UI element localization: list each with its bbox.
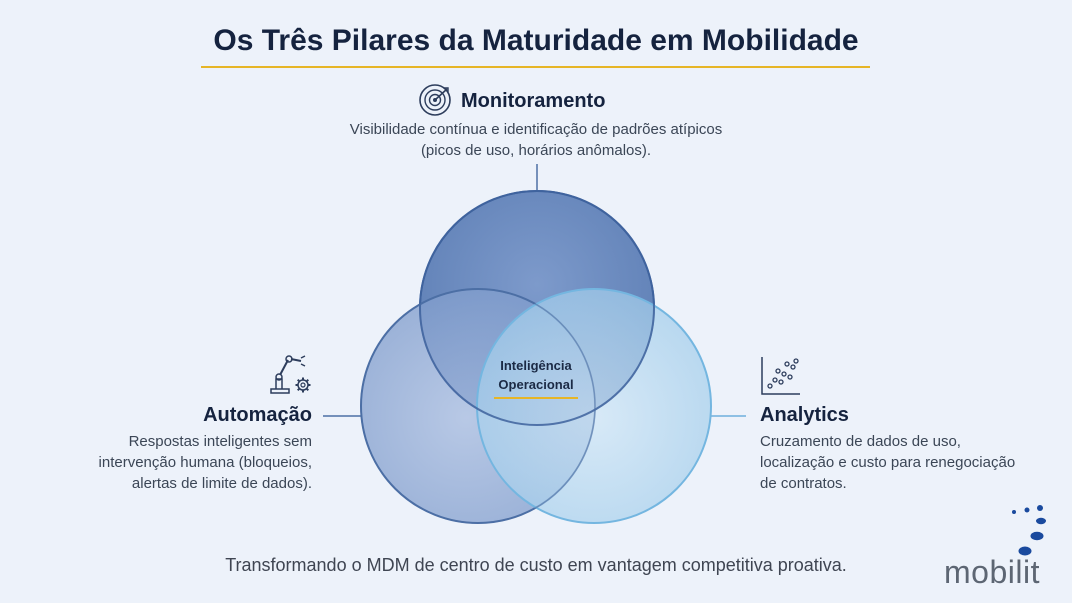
scatter-plot-icon xyxy=(761,357,800,395)
brand-logo: mobilit xyxy=(944,554,1040,590)
radar-target-icon xyxy=(419,84,451,116)
automacao-description: Respostas inteligentes sem intervenção h… xyxy=(98,433,312,492)
brand-dots xyxy=(1012,505,1046,556)
monitoramento-description: Visibilidade contínua e identificação de… xyxy=(349,121,723,159)
robot-arm-gear-icon xyxy=(270,355,311,394)
footer-tagline: Transformando o MDM de centro de custo e… xyxy=(225,555,847,575)
center-label-line1: Inteligência xyxy=(500,358,572,373)
center-label-line2: Operacional xyxy=(498,377,574,392)
analytics-title: Analytics xyxy=(760,404,849,426)
circle-analytics xyxy=(476,288,712,524)
automacao-title: Automação xyxy=(203,404,312,426)
title-underline xyxy=(201,66,870,68)
center-label: Inteligência Operacional xyxy=(480,356,592,394)
analytics-description: Cruzamento de dados de uso, localização … xyxy=(760,433,1016,492)
page-title: Os Três Pilares da Maturidade em Mobilid… xyxy=(213,24,859,57)
monitoramento-title: Monitoramento xyxy=(461,90,606,112)
circle-monitoramento-outline xyxy=(419,190,655,426)
circle-automacao-outline xyxy=(360,288,596,524)
center-underline xyxy=(494,397,578,399)
